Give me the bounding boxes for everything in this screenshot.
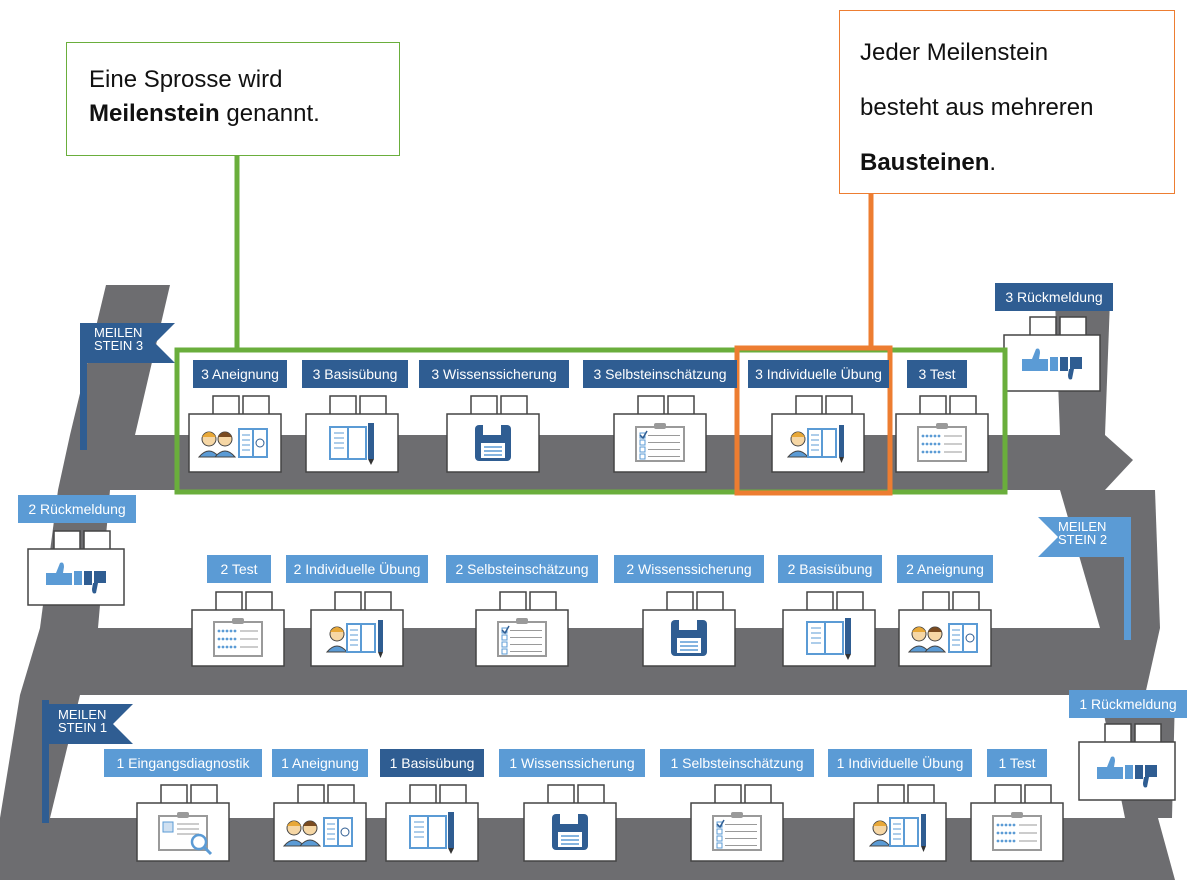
flag-label-m2: MEILEN STEIN 2: [1058, 520, 1107, 546]
baustein-card: [136, 784, 230, 862]
callout-baustein-bold: Bausteinen: [860, 149, 990, 176]
baustein-frame: [734, 345, 893, 496]
save-disk-icon: [475, 425, 511, 461]
flag-label-m1: MEILEN STEIN 1: [58, 708, 107, 734]
baustein-label: 3 Basisübung: [302, 360, 408, 388]
baustein-card: [191, 591, 285, 667]
baustein-label: 2 Basisübung: [778, 555, 882, 583]
exercise-book-pencil-icon: [409, 812, 454, 854]
baustein-label: 2 Selbsteinschätzung: [446, 555, 598, 583]
baustein-card: [523, 784, 617, 862]
baustein-label: 3 Individuelle Übung: [748, 360, 889, 388]
callout-sprosse-bold: Meilenstein: [89, 100, 220, 127]
baustein-card: [690, 784, 784, 862]
rating-clipboard-icon: [213, 618, 263, 657]
baustein-label: 2 Individuelle Übung: [286, 555, 428, 583]
baustein-label: 3 Test: [907, 360, 967, 388]
callout-sprosse-suffix: genannt.: [226, 100, 320, 127]
diagnostic-magnifier-icon: [158, 812, 213, 856]
baustein-label: 1 Individuelle Übung: [828, 749, 972, 777]
flag-line: MEILEN: [1058, 519, 1107, 534]
rueckmeldung-label: 1 Rückmeldung: [1069, 690, 1187, 718]
thumbs-up-down-icon: [46, 562, 106, 594]
baustein-card: [771, 395, 865, 473]
flag-line: MEILEN: [58, 707, 107, 722]
baustein-card: [853, 784, 947, 862]
baustein-card: [782, 591, 876, 667]
learner-book-pencil-icon: [868, 814, 926, 852]
baustein-label: 3 Selbsteinschätzung: [583, 360, 737, 388]
baustein-card: [273, 784, 367, 862]
meilenstein-frame: [174, 347, 1008, 495]
learners-book-icon: [282, 817, 353, 847]
baustein-card: [305, 395, 399, 473]
baustein-label: 2 Test: [207, 555, 271, 583]
baustein-label: 1 Selbsteinschätzung: [660, 749, 814, 777]
baustein-card: [613, 395, 707, 473]
learner-book-pencil-icon: [325, 620, 383, 658]
exercise-book-pencil-icon: [329, 423, 374, 465]
rueckmeldung-label: 3 Rückmeldung: [995, 283, 1113, 311]
learners-book-icon: [907, 623, 978, 653]
baustein-label: 2 Wissenssicherung: [614, 555, 764, 583]
callout-baustein-suffix: .: [989, 149, 997, 176]
road-connector-right: [1060, 490, 1160, 628]
baustein-label: 1 Basisübung: [380, 749, 484, 777]
flag-pole-m1: [42, 700, 49, 823]
flag-m2: [1038, 517, 1124, 557]
rueckmeldung-card: [1078, 723, 1176, 801]
baustein-card: [642, 591, 736, 667]
baustein-label: 3 Aneignung: [193, 360, 287, 388]
baustein-label: 3 Wissenssicherung: [419, 360, 569, 388]
rueckmeldung-card: [1003, 316, 1101, 392]
baustein-label: 1 Test: [987, 749, 1047, 777]
learners-book-icon: [197, 428, 268, 458]
baustein-card: [310, 591, 404, 667]
thumbs-up-down-icon: [1022, 348, 1082, 380]
baustein-card: [385, 784, 479, 862]
baustein-card: [970, 784, 1064, 862]
exercise-book-pencil-icon: [806, 618, 851, 660]
flag-m1: [49, 704, 133, 744]
baustein-label: 2 Aneignung: [897, 555, 993, 583]
baustein-label: 1 Wissenssicherung: [499, 749, 645, 777]
checklist-clipboard-icon: [712, 812, 762, 851]
flag-line: MEILEN: [94, 325, 143, 340]
learner-book-pencil-icon: [786, 425, 844, 463]
baustein-label: 1 Aneignung: [272, 749, 368, 777]
baustein-card: [446, 395, 540, 473]
flag-line: STEIN 3: [94, 338, 144, 353]
thumbs-up-down-icon: [1097, 756, 1157, 788]
flag-pole-m3: [80, 323, 87, 450]
rueckmeldung-card: [27, 530, 125, 606]
baustein-card: [895, 395, 989, 473]
checklist-clipboard-icon: [497, 618, 547, 657]
flag-pole-m2: [1124, 517, 1131, 640]
rating-clipboard-icon: [992, 812, 1042, 851]
callout-sprosse-prefix: Eine Sprosse wird: [89, 66, 283, 93]
flag-line: STEIN 2: [1058, 532, 1108, 547]
checklist-clipboard-icon: [635, 423, 685, 462]
flag-m3: [87, 323, 175, 363]
rating-clipboard-icon: [917, 423, 967, 462]
save-disk-icon: [671, 620, 707, 656]
baustein-card: [475, 591, 569, 667]
baustein-label: 1 Eingangsdiagnostik: [104, 749, 262, 777]
callout-baustein: Jeder Meilenstein besteht aus mehreren B…: [839, 10, 1175, 194]
callout-sprosse: Eine Sprosse wird Meilenstein genannt.: [66, 42, 400, 156]
flag-line: STEIN 1: [58, 720, 108, 735]
save-disk-icon: [552, 814, 588, 850]
callout-baustein-line2: besteht aus mehreren: [860, 94, 1094, 121]
callout-baustein-line1: Jeder Meilenstein: [860, 39, 1049, 66]
baustein-card: [188, 395, 282, 473]
flag-label-m3: MEILEN STEIN 3: [94, 326, 143, 352]
baustein-card: [898, 591, 992, 667]
rueckmeldung-label: 2 Rückmeldung: [18, 495, 136, 523]
